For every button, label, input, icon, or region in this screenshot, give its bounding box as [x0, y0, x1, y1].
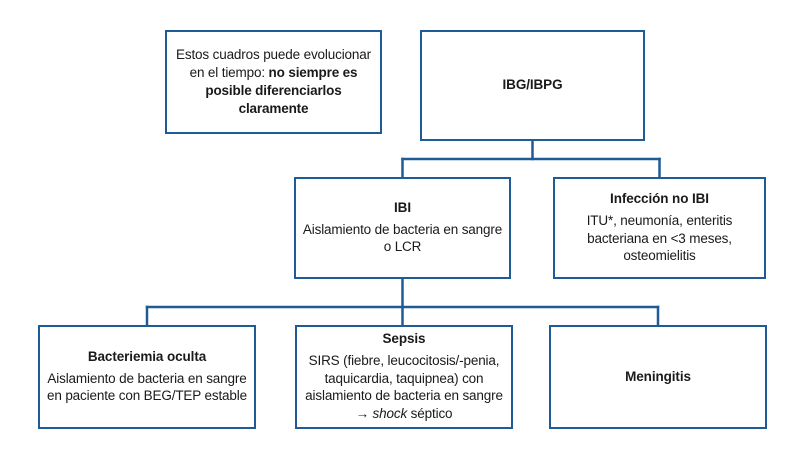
- note-line-4-bold: claramente: [238, 100, 309, 116]
- node-bacteriemia-oculta-body: Aislamiento de bacteria en sangre en pac…: [47, 370, 247, 404]
- node-ibg-ibpg: IBG/IBPG: [420, 30, 645, 141]
- node-infeccion-no-ibi: Infección no IBI ITU*, neumonía, enterit…: [553, 177, 766, 279]
- node-meningitis-title: Meningitis: [625, 368, 691, 384]
- note-line-3: posible diferenciarlos: [176, 82, 371, 100]
- node-bacteriemia-oculta: Bacteriemia oculta Aislamiento de bacter…: [38, 325, 256, 429]
- note-line-2-bold: no siempre es: [268, 65, 358, 81]
- node-ibi-title: IBI: [394, 199, 411, 215]
- note-box: Estos cuadros puede evolucionar en el ti…: [165, 30, 382, 134]
- node-bacteriemia-oculta-title: Bacteriemia oculta: [87, 348, 207, 364]
- node-sepsis-body-part2: séptico: [407, 406, 453, 422]
- note-line-3-bold: posible diferenciarlos: [205, 83, 342, 98]
- note-line-2-plain: en el tiempo:: [189, 65, 269, 81]
- note-line-1: Estos cuadros puede evolucionar: [176, 47, 371, 63]
- node-ibi-body: Aislamiento de bacteria en sangre o LCR: [302, 221, 503, 255]
- node-sepsis: Sepsis SIRS (fiebre, leucocitosis/-penia…: [295, 325, 513, 429]
- node-sepsis-body-italic: shock: [372, 406, 408, 422]
- note-line-4: claramente: [176, 100, 371, 118]
- node-ibg-ibpg-title: IBG/IBPG: [502, 77, 563, 93]
- node-sepsis-body: SIRS (fiebre, leucocitosis/-penia, taqui…: [303, 352, 505, 423]
- node-sepsis-title: Sepsis: [382, 330, 426, 346]
- node-infeccion-no-ibi-title: Infección no IBI: [610, 190, 709, 206]
- node-infeccion-no-ibi-body: ITU*, neumonía, enteritis bacteriana en …: [586, 212, 733, 264]
- node-ibi: IBI Aislamiento de bacteria en sangre o …: [294, 177, 511, 279]
- node-sepsis-body-part1: SIRS (fiebre, leucocitosis/-penia, taqui…: [305, 352, 503, 422]
- node-meningitis: Meningitis: [549, 325, 767, 429]
- note-line-2: en el tiempo: no siempre es: [176, 64, 371, 82]
